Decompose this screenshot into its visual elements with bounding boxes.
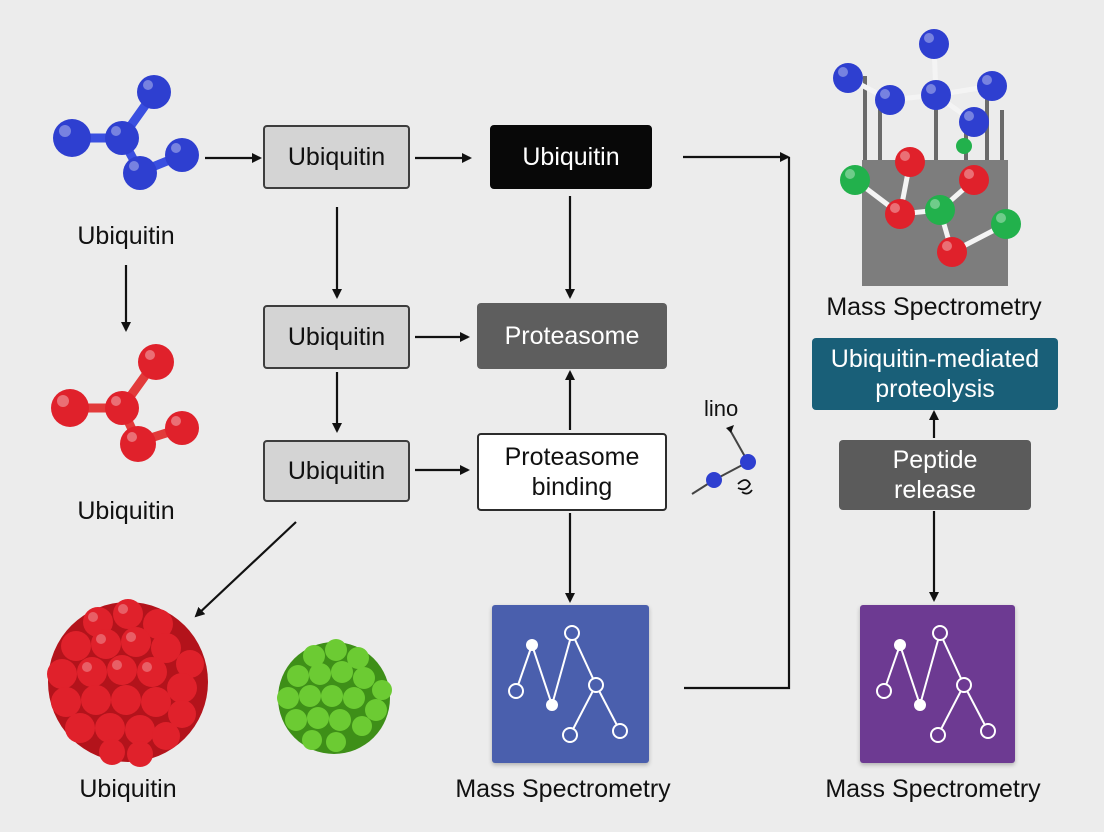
proteasome-box: Proteasome — [477, 303, 667, 369]
red-cluster-label: Ubiquitin — [79, 775, 177, 803]
mass-spectrometer-apparatus-icon — [833, 29, 1021, 286]
red-molecule-label: Ubiquitin — [77, 497, 175, 525]
peptide-release-box: Peptide release — [839, 440, 1031, 510]
ubiquitin-box-low: Ubiquitin — [263, 440, 410, 502]
mass-spec-card-center — [492, 605, 649, 763]
ubiquitin-box-black: Ubiquitin — [490, 125, 652, 189]
ubiquitin-box-black-label: Ubiquitin — [522, 143, 620, 171]
blue-molecule-icon — [53, 75, 199, 190]
red-molecule-icon — [51, 344, 199, 462]
ubiquitin-mediated-proteolysis-box: Ubiquitin-mediated proteolysis — [812, 338, 1058, 410]
mass-spec-right-top-label: Mass Spectrometry — [826, 293, 1042, 321]
green-cluster-icon — [277, 639, 392, 754]
ubiquitin-mediated-line1: Ubiquitin-mediated — [830, 345, 1040, 373]
small-molecule-icon — [691, 425, 756, 495]
ubiquitin-box-top-label: Ubiquitin — [287, 143, 386, 171]
arrow-to-cluster — [194, 521, 297, 618]
line-ms-to-right — [684, 157, 791, 690]
ubiquitin-box-top: Ubiquitin — [263, 125, 410, 189]
peptide-release-line2: release — [894, 476, 976, 504]
mass-spec-center-label: Mass Spectrometry — [455, 775, 671, 803]
proteasome-binding-line2: binding — [531, 473, 613, 501]
ubiquitin-box-mid: Ubiquitin — [263, 305, 410, 369]
small-molecule-label: lino — [704, 396, 739, 421]
spectrum-graph-icon — [876, 625, 996, 743]
ubiquitin-mediated-line2: proteolysis — [875, 375, 995, 403]
peptide-release-line1: Peptide — [892, 446, 978, 474]
spectrum-graph-icon — [508, 625, 628, 743]
mass-spec-card-right — [860, 605, 1015, 763]
blue-molecule-label: Ubiquitin — [77, 222, 175, 250]
proteasome-box-label: Proteasome — [504, 322, 640, 350]
ubiquitin-box-mid-label: Ubiquitin — [287, 323, 386, 351]
ubiquitin-box-low-label: Ubiquitin — [287, 457, 386, 485]
mass-spec-right-bottom-label: Mass Spectrometry — [825, 775, 1041, 803]
proteasome-binding-line1: Proteasome — [504, 443, 640, 471]
proteasome-binding-box: Proteasome binding — [477, 433, 667, 511]
red-cluster-icon — [47, 599, 208, 767]
